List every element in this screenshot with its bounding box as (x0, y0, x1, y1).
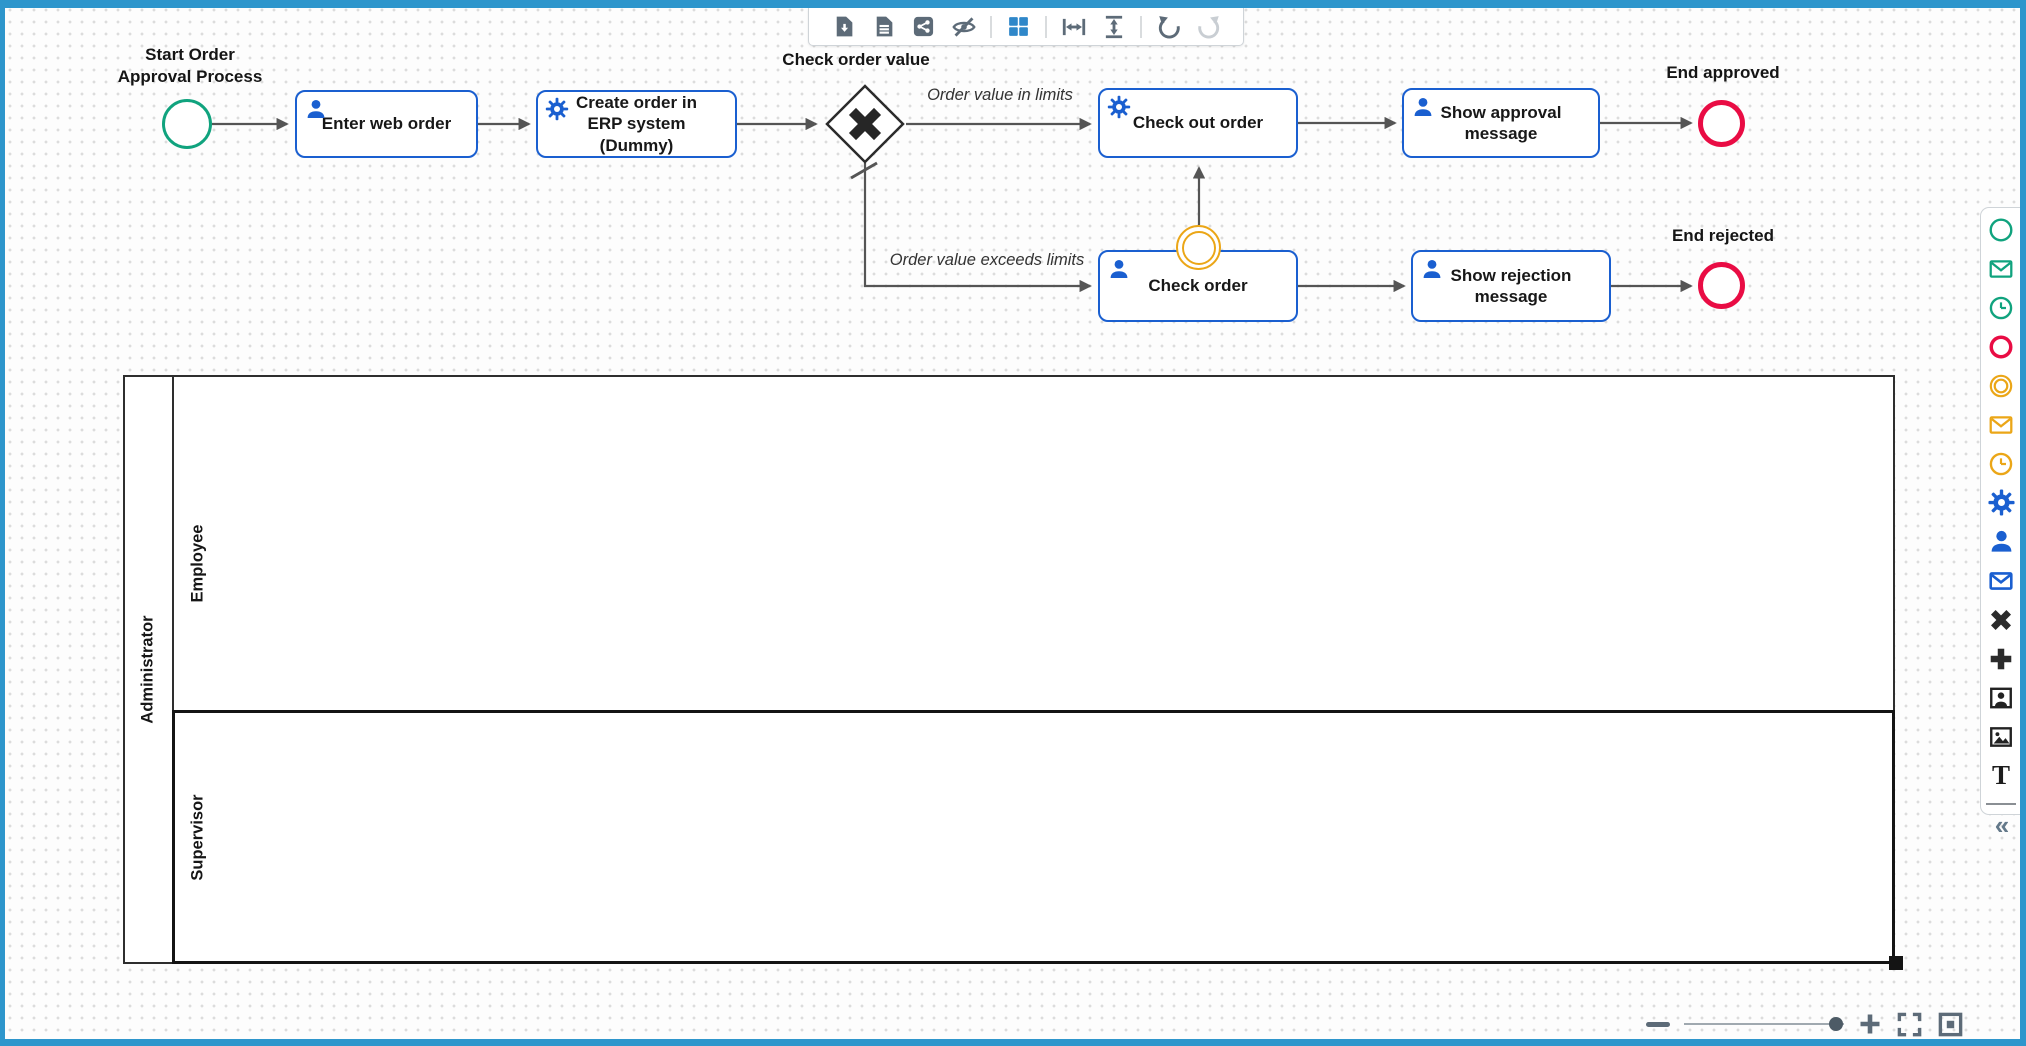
x-marker-icon (848, 107, 882, 141)
task-show-approval-message[interactable]: Show approval message (1402, 88, 1600, 158)
service-task-icon[interactable] (1987, 489, 2015, 516)
gateway-label: Check order value (782, 50, 930, 69)
task-label: Check out order (1132, 113, 1264, 133)
task-label: Show approval message (1440, 102, 1562, 143)
undo-button[interactable] (1155, 13, 1182, 40)
end-event-rejected[interactable] (1698, 262, 1745, 309)
pool-header-divider (172, 377, 174, 962)
timer-start-event-icon[interactable] (1988, 294, 2015, 321)
end-rejected-label: End rejected (1671, 226, 1775, 245)
resize-handle[interactable] (1889, 956, 1903, 970)
palette-divider (1986, 803, 2016, 805)
fullscreen-button[interactable] (1896, 1011, 1923, 1038)
start-event-icon[interactable] (1988, 216, 2015, 243)
lane-employee-label: Employee (188, 524, 207, 603)
pool-administrator[interactable] (123, 375, 1895, 964)
redo-button[interactable] (1195, 13, 1222, 40)
task-create-order-erp[interactable]: Create order in ERP system (Dummy) (536, 90, 737, 158)
default-flow-marker (850, 161, 878, 180)
task-label: Enter web order (321, 114, 452, 134)
lane-supervisor[interactable] (172, 710, 1895, 964)
zoom-slider-thumb[interactable] (1829, 1017, 1843, 1031)
toolbar-separator (990, 15, 992, 38)
participant-icon[interactable] (1988, 684, 2015, 711)
user-icon (1420, 257, 1444, 281)
lane-supervisor-label: Supervisor (188, 793, 207, 881)
task-show-rejection-message[interactable]: Show rejection message (1411, 250, 1611, 322)
user-icon (1107, 257, 1131, 281)
zoom-slider[interactable] (1684, 1017, 1844, 1031)
fit-viewport-button[interactable] (1937, 1011, 1964, 1038)
task-label: Create order in ERP system (Dummy) (576, 93, 697, 155)
start-event-label: Start Order Approval Process (117, 45, 263, 86)
toolbar-separator (1045, 15, 1047, 38)
end-event-approved[interactable] (1698, 100, 1745, 147)
hide-overlays-button[interactable] (950, 13, 977, 40)
user-icon (304, 97, 328, 121)
start-event[interactable] (162, 99, 212, 149)
exclusive-gateway-icon[interactable] (1988, 606, 2015, 633)
task-label: Show rejection message (1450, 265, 1572, 306)
pool-name: Administrator (138, 615, 157, 724)
flow-label-exceeds-limits: Order value exceeds limits (889, 251, 1085, 269)
boundary-intermediate-event[interactable] (1176, 225, 1221, 270)
timer-intermediate-event-icon[interactable] (1988, 450, 2015, 477)
zoom-controls (1646, 1004, 1964, 1044)
gear-icon (545, 97, 569, 121)
fit-width-button[interactable] (1060, 13, 1087, 40)
user-task-icon[interactable] (1988, 528, 2015, 555)
boundary-event-inner-ring (1181, 230, 1216, 265)
collapse-palette-icon[interactable]: « (1994, 809, 2010, 840)
share-button[interactable] (910, 13, 937, 40)
task-check-out-order[interactable]: Check out order (1098, 88, 1298, 158)
end-event-icon[interactable] (1988, 333, 2015, 360)
task-enter-web-order[interactable]: Enter web order (295, 90, 478, 158)
message-start-event-icon[interactable] (1988, 255, 2015, 282)
fit-height-button[interactable] (1100, 13, 1127, 40)
toolbar-separator (1140, 15, 1142, 38)
grid-toggle-button[interactable] (1005, 13, 1032, 40)
element-palette: T « (1980, 207, 2021, 838)
message-intermediate-event-icon[interactable] (1988, 411, 2015, 438)
flow-label-in-limits: Order value in limits (927, 86, 1073, 104)
task-label: Check order (1148, 276, 1248, 296)
zoom-in-button[interactable] (1858, 1012, 1882, 1036)
end-approved-label: End approved (1666, 63, 1780, 82)
top-toolbar (808, 8, 1244, 46)
image-annotation-icon[interactable] (1988, 723, 2015, 750)
send-task-icon[interactable] (1988, 567, 2015, 594)
zoom-slider-track (1684, 1023, 1844, 1025)
gear-icon (1107, 95, 1131, 119)
download-file-button[interactable] (830, 13, 857, 40)
parallel-gateway-icon[interactable] (1988, 645, 2015, 672)
export-document-button[interactable] (870, 13, 897, 40)
user-icon (1411, 95, 1435, 119)
zoom-out-button[interactable] (1646, 1021, 1670, 1027)
intermediate-event-icon[interactable] (1988, 372, 2015, 399)
exclusive-gateway[interactable] (823, 82, 907, 166)
text-annotation-icon[interactable]: T (1991, 760, 2010, 790)
